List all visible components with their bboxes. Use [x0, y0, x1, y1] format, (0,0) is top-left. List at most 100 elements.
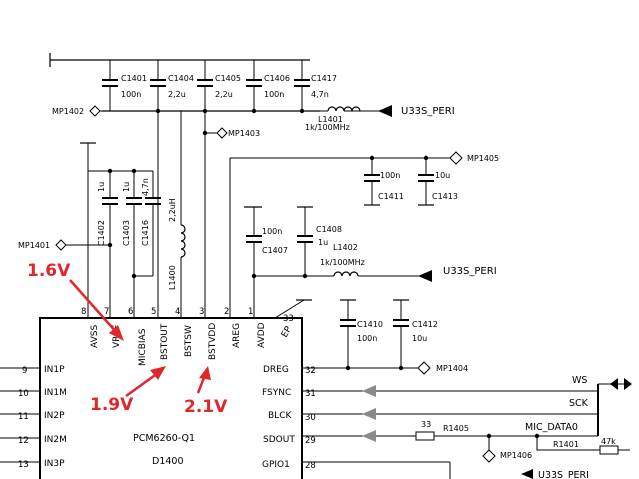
- test-point-label-mp1406: MP1406: [500, 451, 532, 460]
- resistor-r1405: [415, 431, 435, 441]
- pin-name-bstvdd: BSTVDD: [208, 323, 218, 360]
- pin-name-blck: BLCK: [268, 411, 292, 421]
- digital-signal-wiring: MP1404 WS SCK 33 R1405 MIC_DATA0 MP1406 …: [302, 361, 632, 479]
- pin-name-in1p: IN1P: [44, 365, 65, 375]
- cap-value-c1404: 2,2u: [168, 90, 186, 99]
- inductor-l1400: [180, 224, 186, 258]
- port-arrow-sdout: [362, 430, 376, 442]
- pin-num-29: 29: [305, 436, 316, 446]
- port-arrow-blck: [362, 408, 376, 420]
- pin-num-28: 28: [305, 461, 316, 471]
- resistor-ref-r1401: R1401: [553, 440, 579, 449]
- cap-value-c1406: 100n: [264, 90, 284, 99]
- annotation-arrowhead-bstvdd: [199, 366, 211, 380]
- cap-value-c1405: 2,2u: [215, 90, 233, 99]
- annotation-arrow-bstout: [125, 371, 159, 398]
- cap-ref-c1405: C1405: [215, 74, 241, 83]
- top-cap-bank: C1401 100n C1404 2,2u C1405 2,2u C1406 1…: [49, 53, 455, 132]
- cap-ref-c1410: C1410: [357, 320, 383, 329]
- left-cap-bank: 1u C1402 1u C1403 4,7n C1416 MP1401: [18, 142, 161, 318]
- resistor-value-r1401: 47k: [601, 437, 616, 446]
- cap-ref-c1411: C1411: [378, 192, 404, 201]
- cap-ref-c1408: C1408: [316, 225, 342, 234]
- net-label-u33s-2: U33S_PERI: [443, 266, 497, 277]
- cap-value-c1410: 100n: [357, 334, 377, 343]
- cap-value-c1416: 4,7n: [141, 178, 150, 196]
- bus-arrow-left: [610, 378, 618, 390]
- net-label-mic-data0: MIC_DATA0: [525, 422, 578, 433]
- pin-num-9: 9: [22, 366, 27, 376]
- pin-name-fsync: FSYNC: [262, 388, 291, 398]
- inductor-ref-l1401: L1401: [318, 115, 343, 124]
- net-label-sck: SCK: [569, 398, 589, 409]
- annotation-arrowhead-bstout: [150, 366, 166, 380]
- pin-num-31: 31: [305, 389, 316, 399]
- inductor-value-l1401: 1k/100MHz: [305, 123, 350, 132]
- cap-value-c1407: 100n: [262, 227, 282, 236]
- pin-name-micbias: MICBIAS: [138, 328, 148, 366]
- inductor-value-l1400: 2,2uH: [168, 198, 177, 222]
- test-point-mp1401: [55, 239, 67, 251]
- annotation-1-9v: 1.9V: [90, 395, 134, 415]
- pin-name-sdout: SDOUT: [263, 435, 295, 445]
- cap-ref-c1406: C1406: [264, 74, 290, 83]
- cap-ref-c1403: C1403: [122, 220, 131, 246]
- annotation-1-6v: 1.6V: [27, 261, 71, 281]
- test-point-label-mp1402: MP1402: [52, 107, 84, 116]
- pin-num-7: 7: [104, 307, 109, 317]
- bus-arrow-right: [624, 378, 632, 390]
- test-point-mp1403: [216, 127, 228, 139]
- pin-name-dreg: DREG: [263, 365, 289, 375]
- test-point-label-mp1403: MP1403: [228, 129, 260, 138]
- pin-name-in1m: IN1M: [44, 388, 67, 398]
- pin-num-6: 6: [128, 307, 133, 317]
- resistor-r1401: [599, 445, 619, 455]
- pin-num-12: 12: [18, 436, 29, 446]
- pin-num-32: 32: [305, 366, 316, 376]
- inductor-value-l1402: 1k/100MHz: [320, 258, 365, 267]
- port-arrow-u33s-1: [378, 105, 392, 117]
- net-label-ws: WS: [572, 375, 587, 386]
- cap-ref-c1416: C1416: [141, 220, 150, 246]
- test-point-label-mp1401: MP1401: [18, 241, 50, 250]
- resistor-value-r1405: 33: [421, 420, 431, 429]
- pin-num-33: 33: [283, 314, 294, 324]
- ic-body: [39, 317, 303, 479]
- pin-name-bstsw: BSTSW: [184, 325, 194, 357]
- pin-num-1: 1: [248, 307, 253, 317]
- cap-value-c1411: 100n: [380, 171, 400, 180]
- cap-ref-c1412: C1412: [412, 320, 438, 329]
- pin-name-bstout: BSTOUT: [160, 323, 170, 360]
- cap-ref-c1404: C1404: [168, 74, 194, 83]
- net-label-u33s-1: U33S_PERI: [401, 106, 455, 117]
- pin-num-13: 13: [18, 460, 29, 470]
- cap-ref-c1401: C1401: [121, 74, 147, 83]
- annotation-arrowhead-micbias: [109, 325, 124, 341]
- cap-ref-c1413: C1413: [432, 192, 458, 201]
- cap-value-c1417: 4,7n: [311, 90, 329, 99]
- port-arrow-u33s-3: [521, 469, 533, 479]
- pin-num-30: 30: [305, 413, 316, 423]
- cap-value-c1402: 1u: [97, 182, 106, 192]
- test-point-mp1402: [89, 105, 101, 117]
- inductor-l1401: [327, 106, 361, 112]
- test-point-mp1404: [417, 361, 431, 375]
- ic-part-name: PCM6260-Q1: [133, 433, 195, 444]
- ic-ref-designator: D1400: [152, 456, 184, 467]
- test-point-mp1405: [449, 151, 463, 165]
- resistor-ref-r1405: R1405: [443, 424, 469, 433]
- cap-ref-c1402: C1402: [97, 220, 106, 246]
- voltage-annotations: 1.6V 1.9V 2.1V: [27, 261, 228, 417]
- pin-num-4: 4: [175, 307, 180, 317]
- pin-name-avss: AVSS: [90, 325, 100, 348]
- port-arrow-fsync: [362, 385, 376, 397]
- pin-name-avdd: AVDD: [257, 322, 267, 348]
- pin-num-3: 3: [199, 307, 204, 317]
- cap-value-c1401: 100n: [121, 90, 141, 99]
- net-label-u33s-3: U33S_PERI: [538, 470, 589, 479]
- pin-num-8: 8: [81, 307, 86, 317]
- middle-cap-bank: MP1405 100n C1411 10u C1413 100n C1407 C…: [244, 151, 499, 368]
- test-point-label-mp1404: MP1404: [436, 364, 468, 373]
- pin-name-in2m: IN2M: [44, 435, 67, 445]
